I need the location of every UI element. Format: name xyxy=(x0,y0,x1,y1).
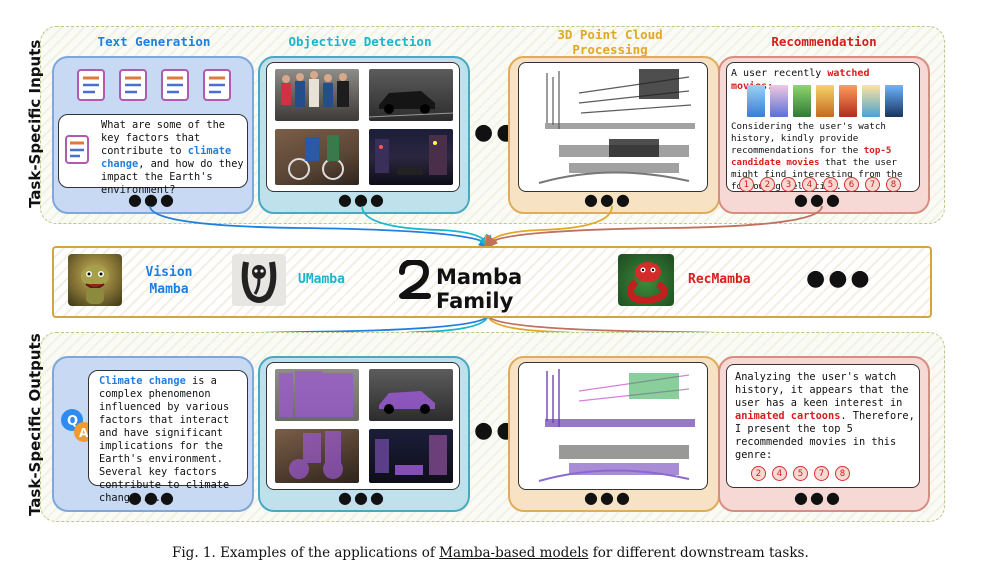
movie-number-badge: 2 xyxy=(751,466,766,481)
photo-bike-segmented xyxy=(275,429,359,483)
movie-number-badge: 2 xyxy=(760,177,775,192)
movie-poster xyxy=(839,85,857,117)
vision-mamba-logo xyxy=(68,254,122,306)
movie-number-badge: 8 xyxy=(886,177,901,192)
figure-caption: Fig. 1. Examples of the applications of … xyxy=(172,545,809,561)
umamba-logo xyxy=(232,254,286,306)
segmented-point-cloud xyxy=(538,369,695,482)
pointcloud-output-image xyxy=(518,362,708,490)
recommendation-input-box: A user recently watched movies: Consider… xyxy=(726,62,920,192)
photo-bike-repair xyxy=(275,129,359,185)
movie-number-badge: 7 xyxy=(814,466,829,481)
recommendation-output-box: Analyzing the user's watch history, it a… xyxy=(726,364,920,488)
photo-group-people-segmented xyxy=(275,369,359,421)
movie-number-badge: 7 xyxy=(865,177,880,192)
title-objective-detection: Objective Detection xyxy=(288,34,432,49)
movie-number-badge: 8 xyxy=(835,466,850,481)
ellipsis-pointcloud-in: ●●● xyxy=(584,190,632,209)
answer-text: Climate change is a complex phenomenon i… xyxy=(99,375,230,504)
photo-night-street xyxy=(369,129,453,185)
mamba-family-bar xyxy=(52,246,932,318)
ellipsis-recommendation-in: ●●● xyxy=(794,190,842,209)
title-point-cloud: 3D Point Cloud Processing xyxy=(557,27,663,57)
document-icon xyxy=(65,135,89,164)
ellipsis-detection-out: ●●● xyxy=(338,488,386,507)
family-more-dots: ●●● xyxy=(806,266,873,291)
photo-car-road xyxy=(369,69,453,121)
model-umamba: UMamba xyxy=(298,272,345,287)
mamba-family-title: Mamba Family xyxy=(436,265,523,313)
detection-image-grid xyxy=(266,62,460,192)
movie-number-badge: 5 xyxy=(793,466,808,481)
question-text: What are some of the key factors that co… xyxy=(101,119,244,196)
movie-number-badge: 4 xyxy=(802,177,817,192)
recmamba-logo xyxy=(618,254,674,306)
movie-poster xyxy=(816,85,834,117)
svg-text:A: A xyxy=(79,426,89,440)
title-text-generation: Text Generation xyxy=(97,34,211,49)
document-icons-row xyxy=(76,68,236,106)
photo-car-segmented xyxy=(369,369,453,421)
ellipsis-recommendation-out: ●●● xyxy=(794,488,842,507)
detection-result-grid xyxy=(266,362,460,490)
side-label-outputs: Task-Specific Outputs xyxy=(26,333,44,516)
movie-poster xyxy=(770,85,788,117)
answer-box: Climate change is a complex phenomenon i… xyxy=(88,370,248,504)
recommendation-answer: Analyzing the user's watch history, it a… xyxy=(735,371,915,461)
photo-group-people xyxy=(275,69,359,121)
movie-number-badge: 5 xyxy=(823,177,838,192)
ellipsis-detection-in: ●●● xyxy=(338,190,386,209)
watched-posters xyxy=(747,85,908,121)
ellipsis-text-gen-in: ●●● xyxy=(128,190,176,209)
movie-poster xyxy=(793,85,811,117)
movie-number-badge: 6 xyxy=(844,177,859,192)
point-cloud-render xyxy=(538,69,695,184)
photo-night-street-segmented xyxy=(369,429,453,483)
model-vision-mamba: Vision Mamba xyxy=(145,265,193,297)
pointcloud-input-image xyxy=(518,62,708,192)
document-icon xyxy=(77,69,231,101)
ellipsis-pointcloud-out: ●●● xyxy=(584,488,632,507)
question-box: What are some of the key factors that co… xyxy=(58,114,248,196)
ellipsis-text-gen-out: ●●● xyxy=(128,488,176,507)
movie-poster xyxy=(747,85,765,117)
movie-poster xyxy=(885,85,903,117)
movie-number-badge: 3 xyxy=(781,177,796,192)
mamba-family-logo-icon xyxy=(396,259,432,300)
model-recmamba: RecMamba xyxy=(688,272,751,287)
movie-number-badge: 4 xyxy=(772,466,787,481)
title-recommendation: Recommendation xyxy=(771,34,877,49)
movie-number-badge: 1 xyxy=(739,177,754,192)
svg-text:Q: Q xyxy=(67,414,78,429)
movie-poster xyxy=(862,85,880,117)
